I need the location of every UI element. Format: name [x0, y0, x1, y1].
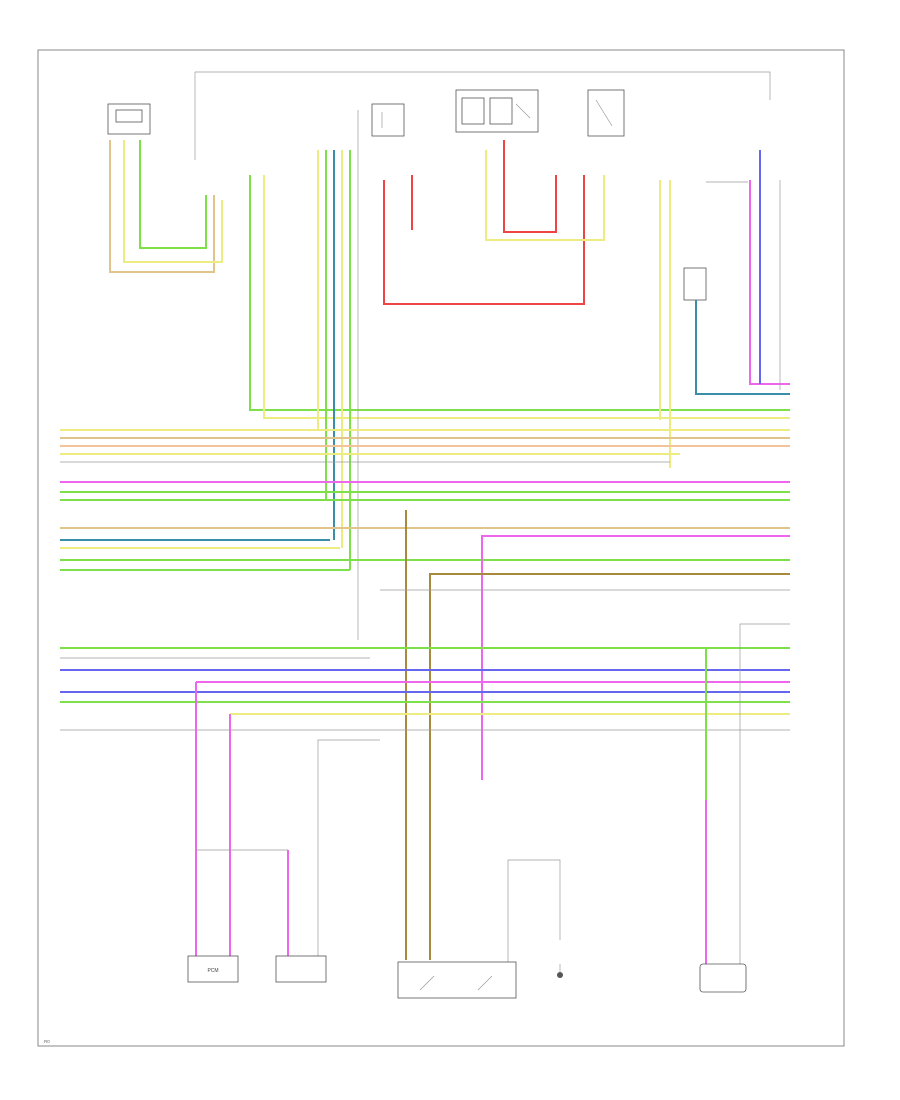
wire-yellow-upper	[123, 140, 223, 263]
wire-brown-mid	[429, 573, 790, 960]
upper-relay-box	[455, 89, 539, 133]
upper-left-component	[107, 103, 151, 135]
component-pcm-b	[275, 955, 327, 983]
upper-relay-2	[587, 89, 625, 137]
wire-tan-upper	[109, 140, 215, 273]
wire-green-harness-a	[249, 175, 790, 411]
drop-ground-loop	[507, 859, 561, 966]
ground-symbol	[557, 964, 563, 978]
wire-green-upper	[139, 140, 207, 249]
sensor-component-right	[683, 267, 707, 301]
svg-text:PCM: PCM	[207, 968, 218, 974]
upper-relay-1	[371, 103, 405, 137]
top-bus-wire	[195, 71, 771, 100]
wire-yellow-loop	[485, 150, 605, 241]
lower-gray-stub	[739, 623, 790, 640]
diagram-frame	[37, 49, 845, 1047]
drop-gray-1	[317, 739, 380, 958]
component-sensor-right	[699, 963, 747, 993]
wire-red-short-2	[503, 140, 557, 233]
wire-teal-sensor	[695, 300, 790, 395]
component-switch	[397, 961, 517, 999]
diagram-code: R0	[44, 1039, 50, 1044]
wire-yellow-harness-a	[263, 175, 790, 419]
wire-pink-sensor	[749, 180, 790, 385]
wire-pink-mid	[481, 535, 790, 780]
component-pcm-a: PCM	[187, 955, 239, 983]
